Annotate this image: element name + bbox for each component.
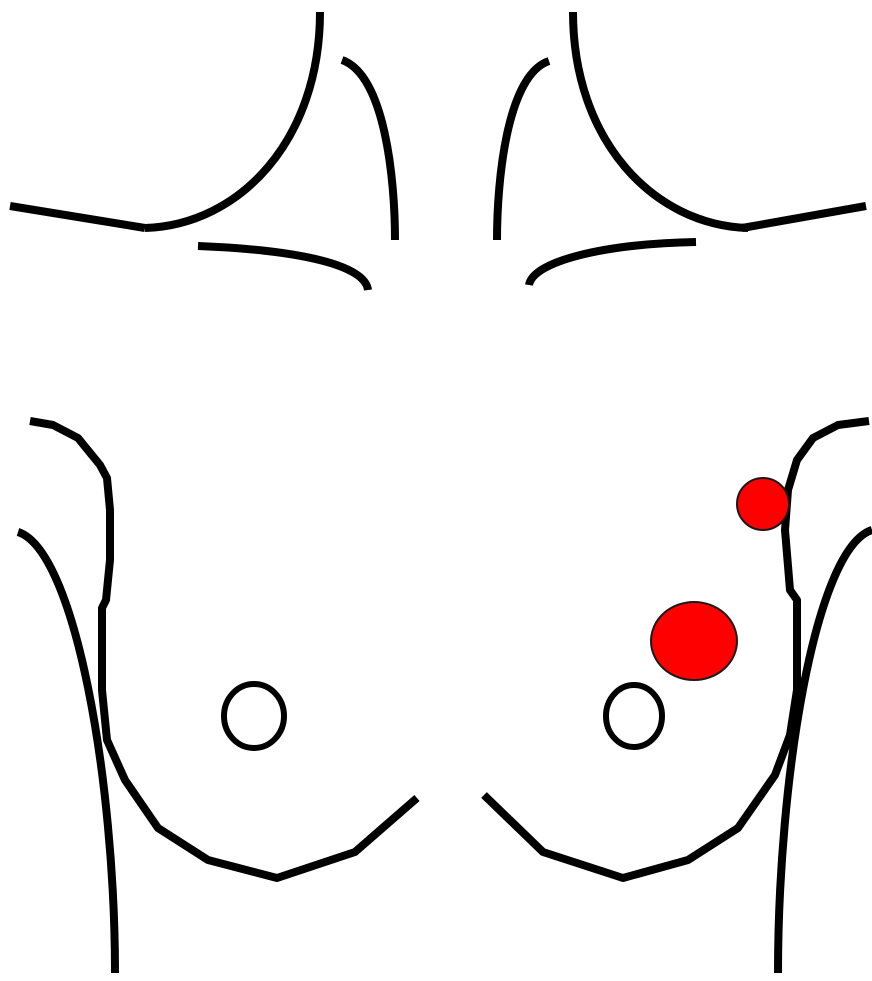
neck-clavicle-outlines <box>10 12 866 290</box>
left-flank-outline <box>18 532 115 973</box>
axillary-lesion-marker <box>737 478 789 530</box>
breast-lesion-marker <box>651 602 737 680</box>
left-shoulder-line <box>10 206 145 228</box>
left-neck-shoulder-line <box>145 12 320 228</box>
left-axilla-breast-outline <box>30 421 417 878</box>
lesion-markers <box>651 478 789 680</box>
right-nipple <box>606 685 662 747</box>
left-clavicle-line <box>198 246 368 290</box>
right-neck-shoulder-line <box>573 12 748 228</box>
left-sternocleidomastoid-line <box>342 60 395 240</box>
left-nipple <box>224 684 284 748</box>
right-sternocleidomastoid-line <box>497 61 549 240</box>
right-shoulder-line <box>742 206 866 228</box>
right-clavicle-line <box>529 242 696 285</box>
